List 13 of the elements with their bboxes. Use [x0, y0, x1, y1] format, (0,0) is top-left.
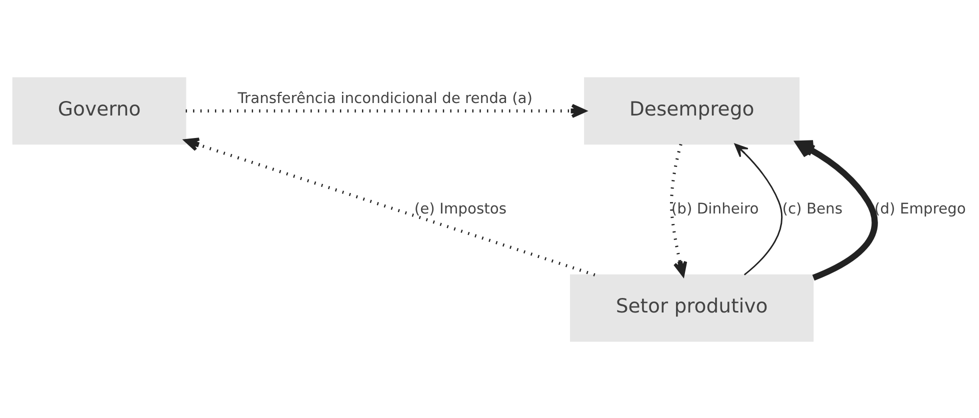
node-box: Setor produtivo [570, 274, 814, 342]
edge-label: Transferência incondicional de renda (a) [238, 90, 533, 107]
node-box: Desemprego [584, 76, 800, 144]
edge-label: (e) Impostos [414, 200, 507, 217]
arrow [734, 143, 783, 275]
arrow [796, 140, 878, 280]
edge-label: (b) Dinheiro [671, 200, 759, 217]
node-box: Governo [12, 76, 186, 144]
arrow [186, 103, 586, 118]
edge-label: (d) Emprego [874, 200, 966, 217]
arrow [184, 137, 596, 276]
edge-label: (c) Bens [782, 200, 843, 217]
arrow [670, 143, 688, 276]
